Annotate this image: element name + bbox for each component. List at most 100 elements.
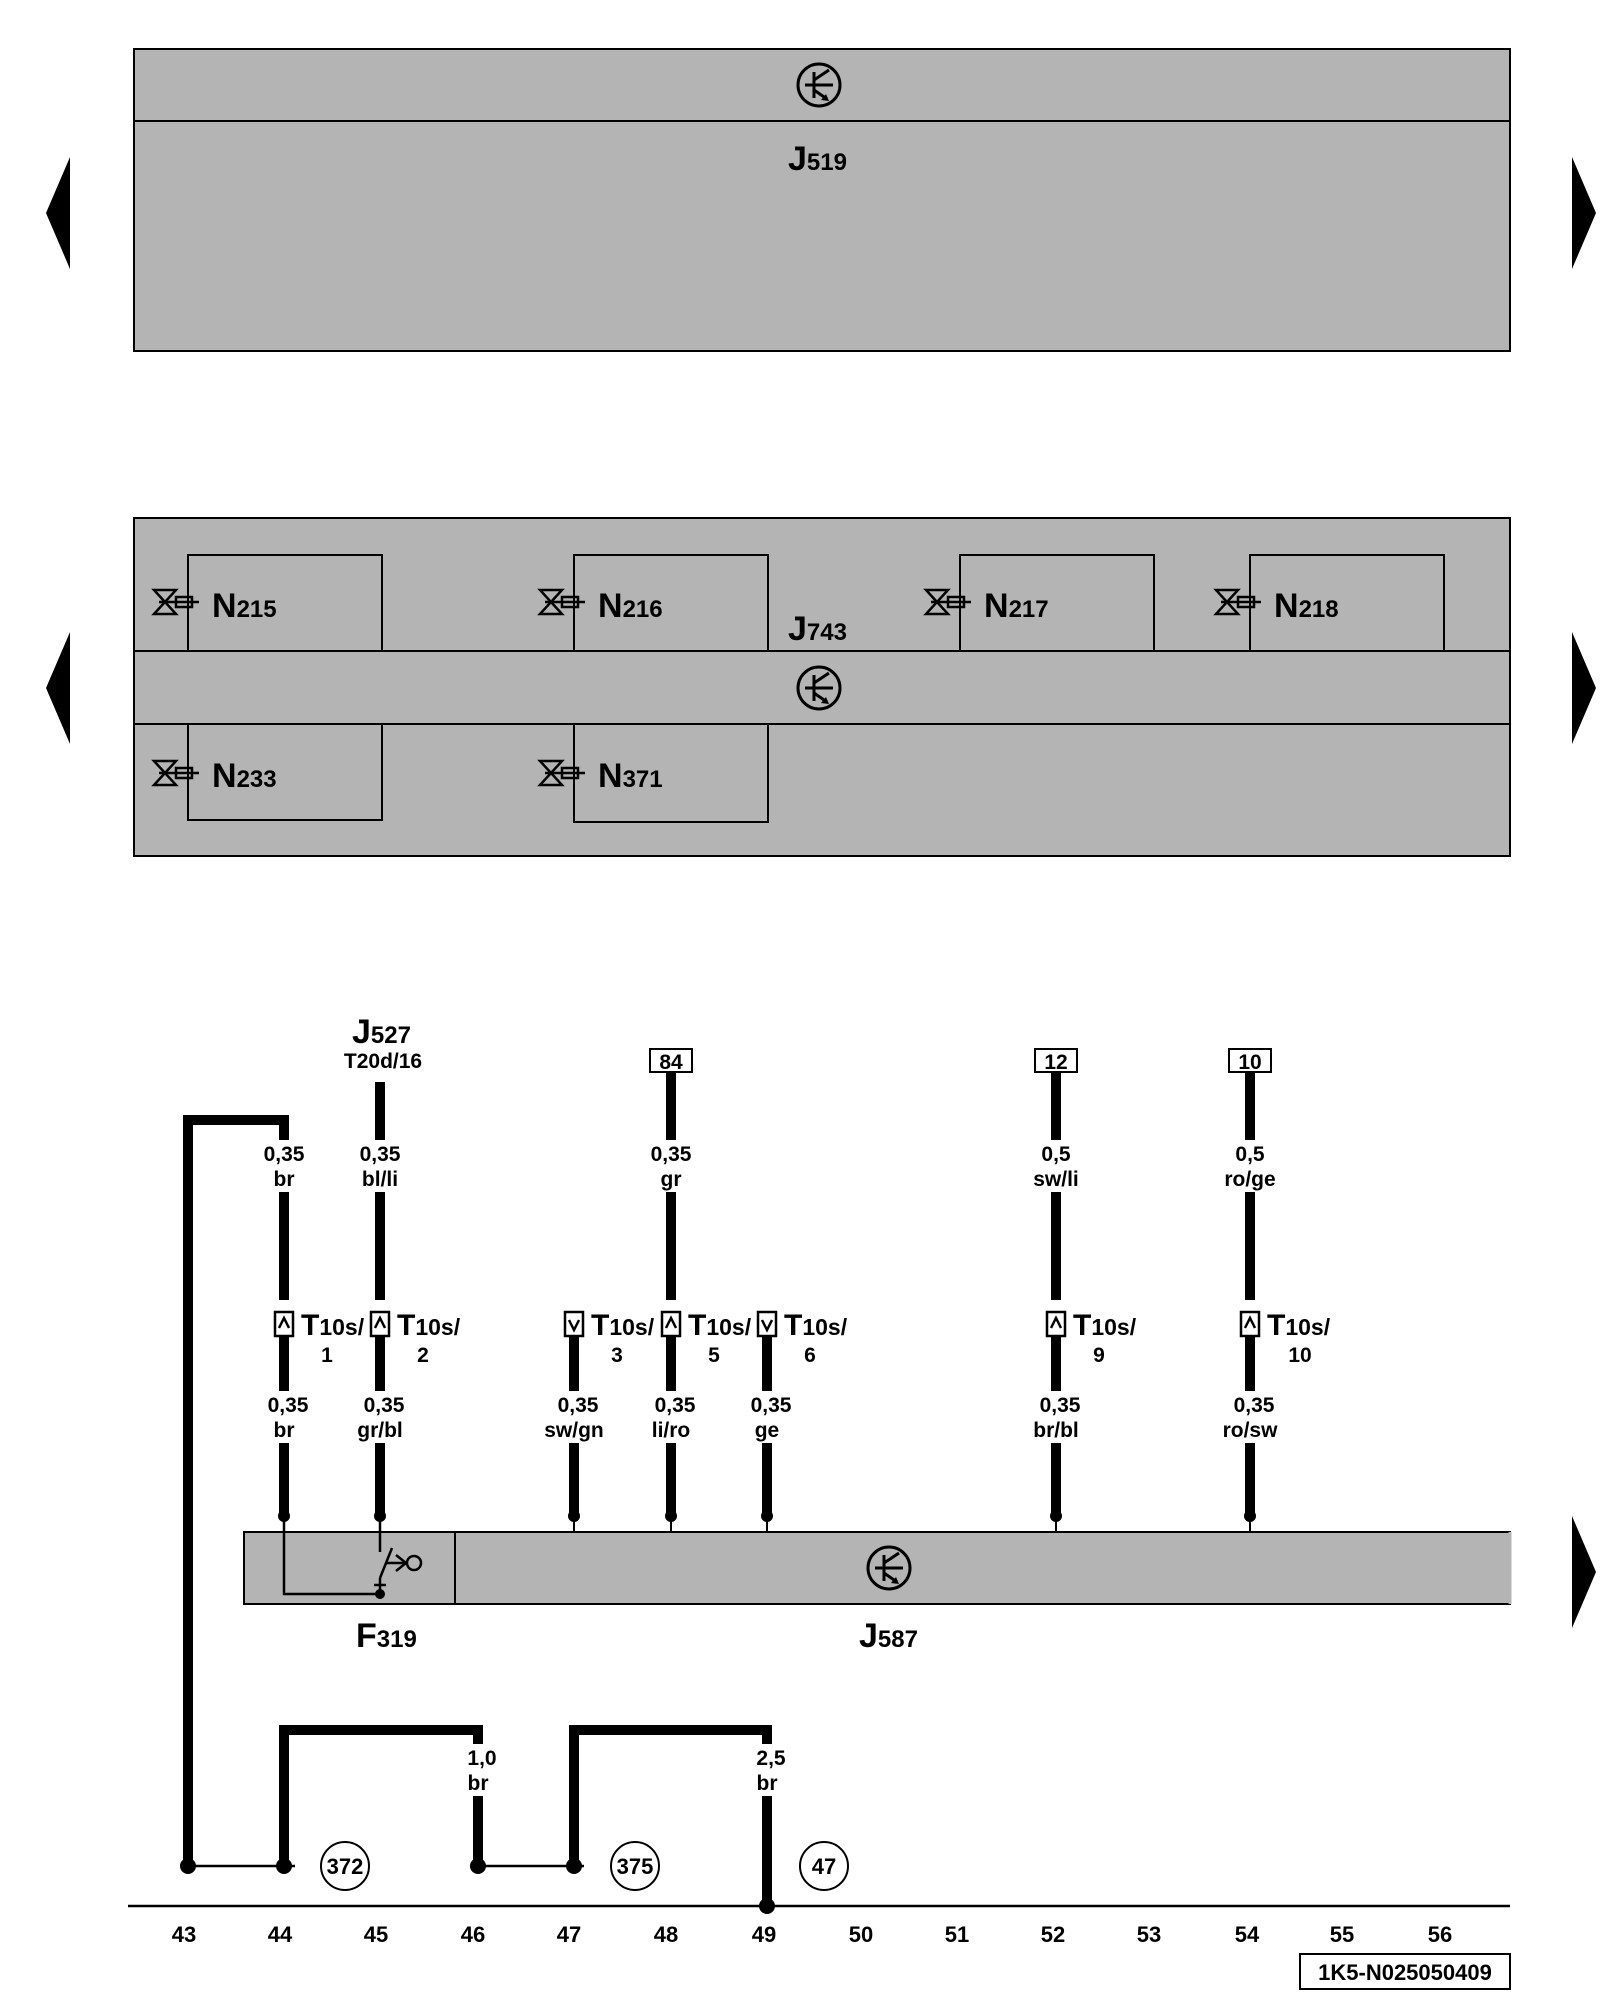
wire-color: bl/li xyxy=(362,1168,398,1191)
connector-row: T10s/ 1 T10s/ 2 T10s/ 3 T10s/ 5 T10s/ 6 … xyxy=(273,1309,1331,1367)
connector-sub: 10s/ xyxy=(609,1314,654,1340)
j519-letter: J xyxy=(788,140,807,178)
svg-text:J587: J587 xyxy=(859,1617,918,1655)
svg-text:N218: N218 xyxy=(1274,587,1339,625)
connector-main: T xyxy=(1267,1309,1285,1342)
j743-control-unit: J743 N215 N216 N217 N218 N233 N371 xyxy=(133,517,1511,857)
wire-size: 0,35 xyxy=(364,1394,405,1417)
next-page-arrow-bottom[interactable] xyxy=(1572,1516,1596,1628)
track-number: 56 xyxy=(1428,1922,1452,1947)
wire-color: li/ro xyxy=(652,1419,691,1442)
track-number: 54 xyxy=(1235,1922,1260,1947)
connector-main: T xyxy=(301,1309,319,1342)
f319-switch xyxy=(282,1516,423,1596)
j527-sub: 527 xyxy=(371,1022,411,1049)
connector-sub: 10s/ xyxy=(415,1314,460,1340)
valve-n218-letter: N xyxy=(1274,587,1299,625)
connector-pin: 9 xyxy=(1093,1344,1105,1367)
valve-n216-sub: 216 xyxy=(623,596,663,623)
track-number: 51 xyxy=(945,1922,969,1947)
valve-n233-sub: 233 xyxy=(237,766,277,793)
f319-letter: F xyxy=(356,1617,377,1655)
connector-main: T xyxy=(688,1309,706,1342)
svg-text:J519: J519 xyxy=(788,140,847,178)
svg-text:J743: J743 xyxy=(788,610,847,648)
wire-size: 0,35 xyxy=(751,1394,792,1417)
svg-text:N217: N217 xyxy=(984,587,1049,625)
valve-n371-sub: 371 xyxy=(623,766,663,793)
j519-control-unit: J519 xyxy=(133,48,1511,352)
wire-color: gr xyxy=(661,1168,682,1191)
ground-point-label: 375 xyxy=(617,1854,654,1879)
wire-size: 0,35 xyxy=(558,1394,599,1417)
ground-loop-wire xyxy=(183,1115,289,1866)
valve-n215-letter: N xyxy=(212,587,237,625)
valve-n218-sub: 218 xyxy=(1299,596,1339,623)
ground-point-47: 47 xyxy=(799,1841,849,1891)
connector-sub: 10s/ xyxy=(706,1314,751,1340)
wire-color: ge xyxy=(755,1419,780,1442)
wire-color: br xyxy=(274,1168,295,1191)
svg-text:T10s/: T10s/ xyxy=(688,1309,752,1342)
f319-sub: 319 xyxy=(377,1626,417,1653)
svg-text:T10s/: T10s/ xyxy=(1073,1309,1137,1342)
prev-page-arrow-mid[interactable] xyxy=(46,632,70,744)
wire-color: sw/li xyxy=(1033,1168,1079,1191)
prev-page-arrow-top[interactable] xyxy=(46,157,70,269)
ref-box-12: 12 xyxy=(1034,1048,1078,1074)
svg-text:N216: N216 xyxy=(598,587,663,625)
svg-text:T10s/: T10s/ xyxy=(591,1309,655,1342)
wire-size: 0,35 xyxy=(655,1394,696,1417)
wire-color: ro/ge xyxy=(1224,1168,1275,1191)
wire-color: br xyxy=(468,1772,489,1795)
wire-color: br/bl xyxy=(1033,1419,1079,1442)
j527-letter: J xyxy=(352,1013,371,1051)
next-page-arrow-mid[interactable] xyxy=(1572,632,1596,744)
socket-icon xyxy=(756,1310,778,1338)
connector-pin: 6 xyxy=(804,1344,816,1367)
document-id: 1K5-N025050409 xyxy=(1299,1953,1511,1990)
wire-size: 0,35 xyxy=(264,1143,305,1166)
ground-point-372: 372 xyxy=(320,1841,370,1891)
svg-text:F319: F319 xyxy=(356,1617,417,1655)
plug-icon xyxy=(273,1310,295,1338)
connector-main: T xyxy=(784,1309,802,1342)
track-number: 50 xyxy=(849,1922,873,1947)
ref-label: 84 xyxy=(659,1051,683,1074)
track-numbers: 43 44 45 46 47 48 49 50 51 52 53 54 55 5… xyxy=(172,1922,1452,1947)
track-number: 44 xyxy=(268,1922,293,1947)
connector-sub: 10s/ xyxy=(802,1314,847,1340)
track-number: 48 xyxy=(654,1922,678,1947)
ground-point-375: 375 xyxy=(610,1841,660,1891)
connector-main: T xyxy=(397,1309,415,1342)
svg-text:T10s/: T10s/ xyxy=(301,1309,365,1342)
ground-point-label: 47 xyxy=(812,1854,836,1879)
svg-text:N371: N371 xyxy=(598,757,663,795)
j587-sub: 587 xyxy=(878,1626,918,1653)
wire-color: br xyxy=(274,1419,295,1442)
ground-point-label: 372 xyxy=(327,1854,364,1879)
plug-icon xyxy=(1239,1310,1261,1338)
valve-n215-sub: 215 xyxy=(237,596,277,623)
wire-size: 0,35 xyxy=(1040,1394,1081,1417)
wire-size: 0,35 xyxy=(1234,1394,1275,1417)
next-page-arrow-top[interactable] xyxy=(1572,157,1596,269)
svg-text:T10s/: T10s/ xyxy=(397,1309,461,1342)
connector-pin: 3 xyxy=(611,1344,623,1367)
valve-n216-letter: N xyxy=(598,587,623,625)
connector-sub: 10s/ xyxy=(1091,1314,1136,1340)
plug-icon xyxy=(1045,1310,1067,1338)
track-number: 53 xyxy=(1137,1922,1161,1947)
plug-icon xyxy=(369,1310,391,1338)
track-number: 52 xyxy=(1041,1922,1065,1947)
connector-sub: 10s/ xyxy=(1285,1314,1330,1340)
svg-text:T10s/: T10s/ xyxy=(1267,1309,1331,1342)
track-number: 43 xyxy=(172,1922,196,1947)
wire-color: ro/sw xyxy=(1223,1419,1279,1442)
valve-n371-letter: N xyxy=(598,757,623,795)
ground-wires xyxy=(279,1725,772,1906)
svg-text:T10s/: T10s/ xyxy=(784,1309,848,1342)
ref-box-84: 84 xyxy=(649,1048,693,1074)
j587-letter: J xyxy=(859,1617,878,1655)
